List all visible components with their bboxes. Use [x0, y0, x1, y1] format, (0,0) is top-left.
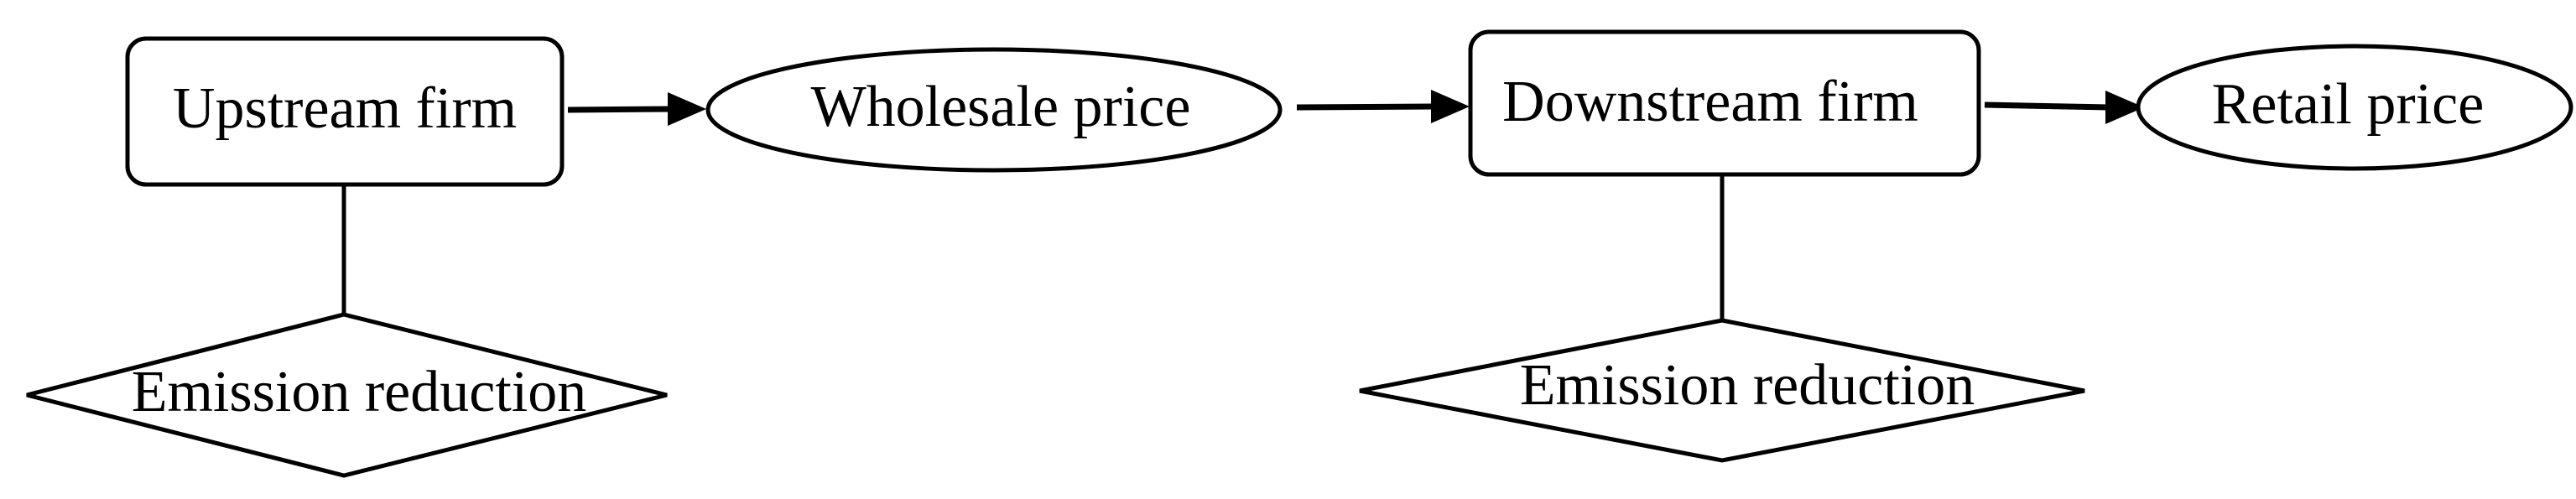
upstream-emission-label: Emission reduction	[132, 360, 586, 424]
arrow-upstream-to-wholesale	[567, 92, 706, 126]
retail-price-node: Retail price	[2136, 44, 2573, 171]
downstream-firm-node: Downstream firm	[1468, 29, 1981, 177]
downstream-emission-diamond	[1359, 318, 2085, 463]
arrow-wholesale-to-downstream	[1296, 90, 1470, 123]
upstream-firm-node: Upstream firm	[125, 36, 565, 187]
retail-price-ellipse	[2136, 44, 2573, 171]
arrowhead-icon	[1431, 90, 1470, 123]
upstream-emission-node: Emission reduction	[26, 312, 668, 478]
arrow-line	[1984, 101, 2110, 111]
arrow-line	[567, 106, 672, 113]
arrowhead-icon	[2105, 91, 2144, 124]
arrowhead-icon	[668, 92, 706, 126]
downstream-emission-node: Emission reduction	[1359, 318, 2085, 463]
wholesale-price-node: Wholesale price	[705, 47, 1283, 173]
wholesale-price-label: Wholesale price	[811, 75, 1191, 139]
downstream-firm-box	[1468, 29, 1981, 177]
wholesale-price-ellipse	[705, 47, 1283, 173]
upstream-firm-label: Upstream firm	[173, 76, 517, 141]
downstream-firm-label: Downstream firm	[1502, 70, 1918, 134]
arrow-downstream-to-retail	[1984, 91, 2144, 124]
retail-price-label: Retail price	[2212, 72, 2485, 137]
upstream-emission-diamond	[26, 312, 668, 478]
upstream-firm-box	[125, 36, 565, 187]
downstream-emission-label: Emission reduction	[1520, 353, 1975, 418]
